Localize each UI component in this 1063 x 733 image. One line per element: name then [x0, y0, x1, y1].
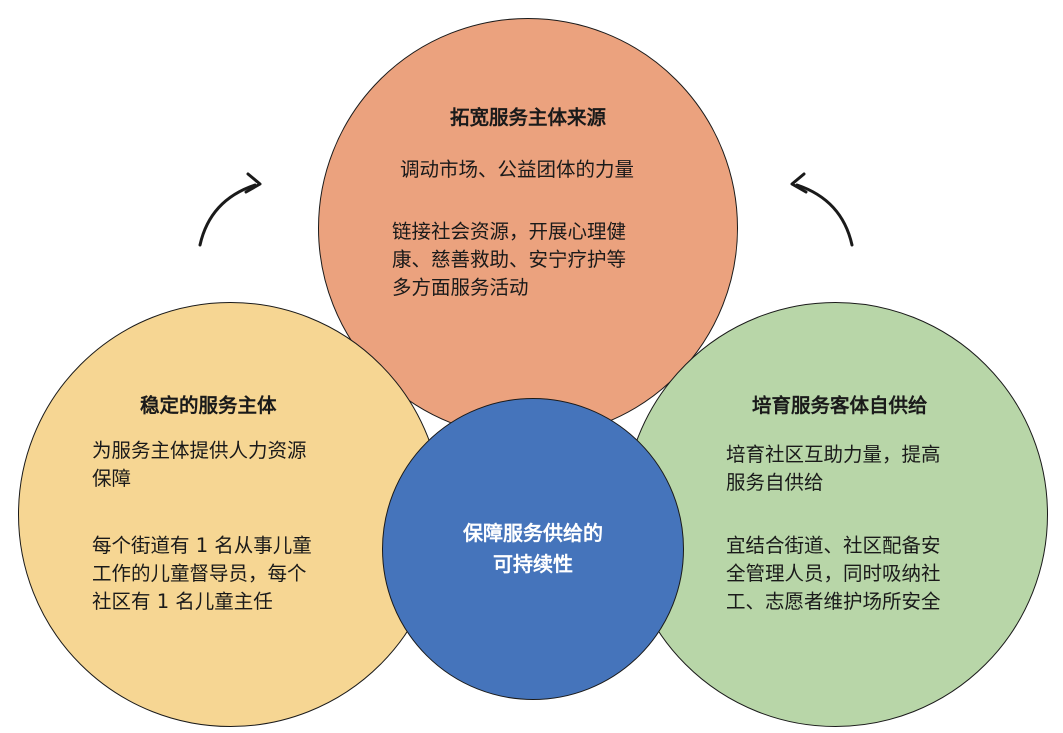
right-para2-line: 宜结合街道、社区配备安	[726, 534, 941, 557]
right-para1: 培育社区互助力量，提高 服务自供给	[726, 441, 941, 497]
top-desc-line: 康、慈善救助、安宁疗护等	[392, 248, 627, 271]
circle-right	[623, 302, 1048, 727]
left-para1-line: 保障	[92, 467, 132, 490]
top-line1: 调动市场、公益团体的力量	[400, 158, 635, 181]
right-para2-line: 全管理人员，同时吸纳社	[726, 562, 941, 585]
top-desc-line: 链接社会资源，开展心理健	[392, 220, 627, 243]
top-desc: 链接社会资源，开展心理健 康、慈善救助、安宁疗护等 多方面服务活动	[392, 218, 626, 302]
left-para2-line: 社区有 1 名儿童主任	[92, 590, 273, 613]
left-para2-line: 每个街道有 1 名从事儿童	[92, 534, 312, 557]
center-line: 可持续性	[493, 552, 573, 576]
right-para2-line: 工、志愿者维护场所安全	[726, 590, 941, 613]
center-text: 保障服务供给的 可持续性	[382, 518, 684, 580]
right-para1-line: 服务自供给	[726, 471, 824, 494]
left-title: 稳定的服务主体	[140, 394, 277, 417]
top-desc-line: 多方面服务活动	[392, 276, 529, 299]
left-para1: 为服务主体提供人力资源 保障	[92, 437, 307, 493]
left-para2-line: 工作的儿童督导员，每个	[92, 562, 307, 585]
left-para2: 每个街道有 1 名从事儿童 工作的儿童督导员，每个 社区有 1 名儿童主任	[92, 532, 312, 616]
curved-arrow-right-icon	[790, 172, 854, 247]
right-para1-line: 培育社区互助力量，提高	[726, 443, 941, 466]
circle-top	[318, 18, 738, 438]
center-line: 保障服务供给的	[463, 521, 603, 545]
circle-center	[382, 398, 684, 700]
top-title: 拓宽服务主体来源	[449, 106, 606, 129]
right-para2: 宜结合街道、社区配备安 全管理人员，同时吸纳社 工、志愿者维护场所安全	[726, 532, 941, 616]
left-para1-line: 为服务主体提供人力资源	[92, 439, 307, 462]
right-title: 培育服务客体自供给	[752, 394, 928, 417]
circle-left	[18, 302, 443, 727]
curved-arrow-left-icon	[198, 172, 262, 247]
